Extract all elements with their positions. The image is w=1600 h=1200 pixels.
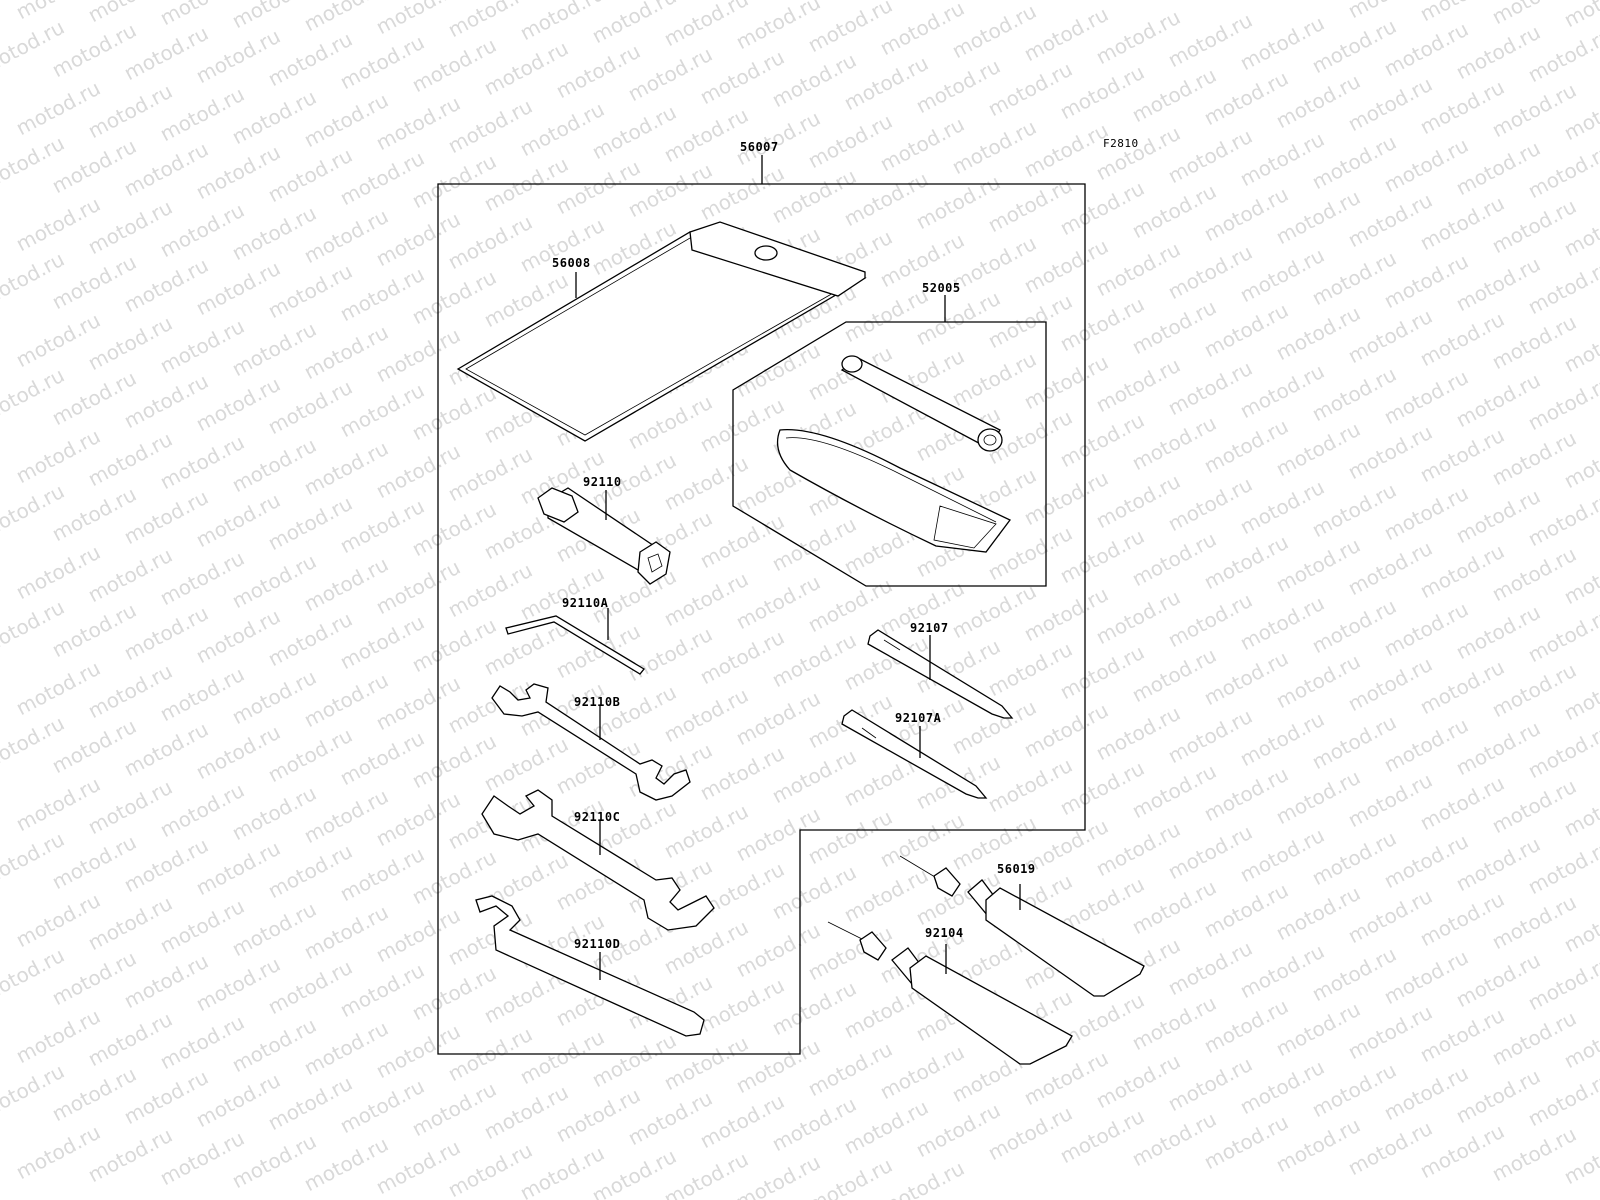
part-label-92110c: 92110C xyxy=(574,810,621,824)
spanner-d-drawing xyxy=(475,895,705,1037)
part-label-56007: 56007 xyxy=(740,140,779,154)
part-label-92107: 92107 xyxy=(910,621,949,635)
part-label-92110a: 92110A xyxy=(562,596,609,610)
hex-wrench-drawing xyxy=(505,608,645,675)
part-label-92107a: 92107A xyxy=(895,711,942,725)
part-label-56008: 56008 xyxy=(552,256,591,270)
part-label-52005: 52005 xyxy=(922,281,961,295)
part-label-92110: 92110 xyxy=(583,475,622,489)
part-label-92110d: 92110D xyxy=(574,937,621,951)
wrench-c-drawing xyxy=(481,789,715,931)
plug-wrench-drawing xyxy=(537,487,671,585)
kit-outline xyxy=(437,183,1086,1055)
screwdriver-drawing xyxy=(867,629,1014,719)
part-label-56019: 56019 xyxy=(997,862,1036,876)
screwdriver-a-drawing xyxy=(841,709,988,799)
wrench-b-drawing xyxy=(491,683,691,801)
part-label-92104: 92104 xyxy=(925,926,964,940)
figure-code: F2810 xyxy=(1103,137,1139,150)
part-label-92110b: 92110B xyxy=(574,695,621,709)
tube-92104-drawing xyxy=(827,921,1073,1065)
tube-56019-drawing xyxy=(899,855,1145,997)
tire-repair-kit-drawing xyxy=(732,295,1047,587)
tool-bag-drawing xyxy=(456,221,867,442)
